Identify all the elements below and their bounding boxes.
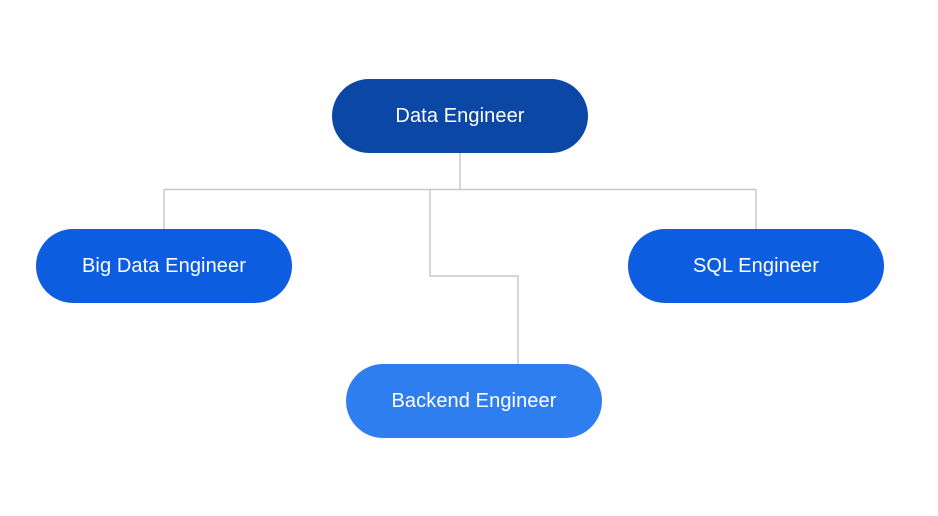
node-big-data-engineer[interactable]: Big Data Engineer	[36, 229, 292, 303]
node-label: Data Engineer	[395, 104, 525, 127]
node-sql-engineer[interactable]: SQL Engineer	[628, 229, 884, 303]
node-backend-engineer[interactable]: Backend Engineer	[346, 364, 602, 438]
node-label: SQL Engineer	[692, 254, 820, 277]
node-data-engineer[interactable]: Data Engineer	[332, 79, 588, 153]
node-label: Backend Engineer	[391, 389, 557, 412]
node-label: Big Data Engineer	[81, 254, 247, 277]
connector-backend	[429, 189, 519, 364]
